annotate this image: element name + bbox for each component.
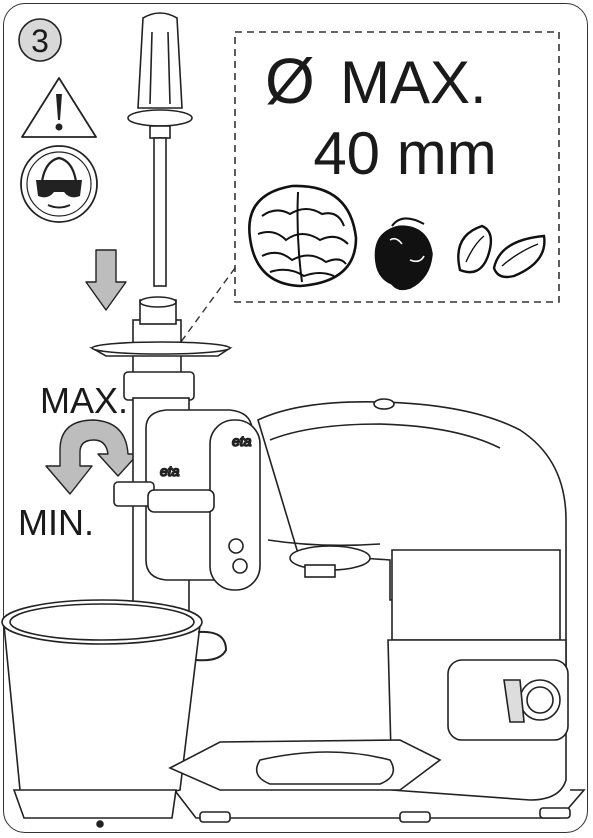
grater-head: eta eta <box>113 409 261 591</box>
hazelnut-icon <box>374 217 433 291</box>
pusher <box>127 12 193 287</box>
down-arrow-icon <box>85 249 127 311</box>
speed-max-label: MAX. <box>40 380 128 421</box>
max-size-label: MAX. <box>340 49 487 116</box>
step-number: 3 <box>31 23 49 59</box>
size-limit-callout: Ø MAX. 40 mm <box>174 31 560 351</box>
safety-goggles-icon <box>20 145 98 223</box>
step-badge: 3 <box>18 18 62 62</box>
stand-mixer <box>168 398 586 823</box>
grater-brand-logo: eta <box>160 463 180 479</box>
speed-min-label: MIN. <box>18 502 94 543</box>
illustration-frame <box>3 3 588 833</box>
rotation-arrow-icon <box>45 419 139 495</box>
size-value: 40 mm <box>313 120 496 187</box>
almond-icon <box>457 224 546 279</box>
warning-triangle-icon <box>21 77 97 138</box>
head-brand-logo: eta <box>232 433 252 449</box>
mixing-bowl <box>1 599 228 828</box>
walnut-icon <box>248 184 358 288</box>
diameter-symbol: Ø <box>265 45 315 117</box>
